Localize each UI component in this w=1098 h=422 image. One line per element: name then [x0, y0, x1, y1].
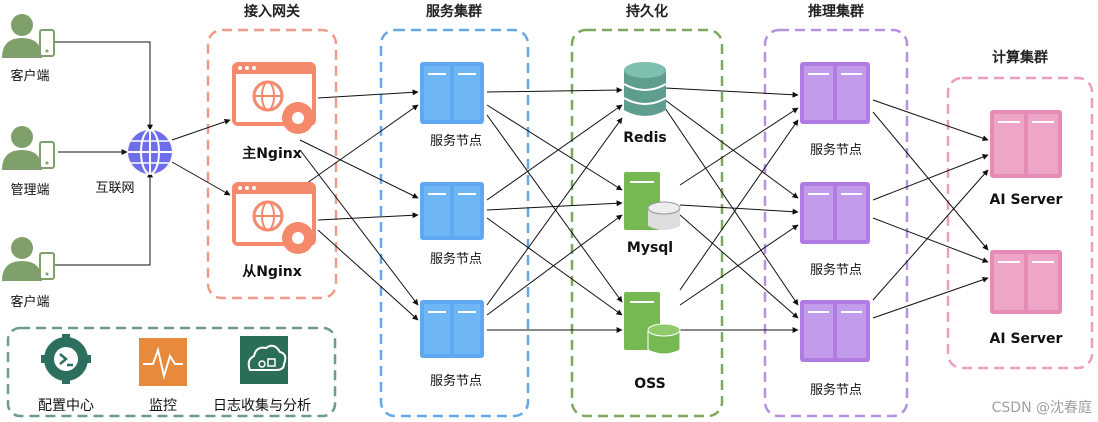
- config-center-gear-icon: [41, 334, 91, 384]
- nginx-secondary-icon: [232, 182, 316, 254]
- service-cluster-title: 服务集群: [426, 3, 482, 20]
- ai-server-1-icon: [990, 110, 1062, 178]
- nginx-secondary-label: 从Nginx: [242, 264, 302, 280]
- client-bottom-label: 客户端: [10, 294, 49, 310]
- inference-node-3-icon: [800, 300, 870, 362]
- persistence-group-border: [570, 28, 724, 418]
- service-node-2-icon: [420, 182, 484, 240]
- compute-cluster-group-border: [946, 76, 1094, 370]
- internet-label: 互联网: [95, 181, 134, 196]
- admin-user-icon: [2, 126, 55, 170]
- nginx-primary-label: 主Nginx: [242, 145, 302, 162]
- service-node-3-icon: [420, 300, 484, 358]
- client-bottom-user-icon: [2, 237, 55, 281]
- service-cluster-group-border: [379, 28, 530, 418]
- client-top-user-icon: [2, 14, 55, 58]
- redis-label: Redis: [623, 130, 666, 146]
- service-node-1-icon: [420, 62, 484, 124]
- monitor-label: 监控: [149, 398, 177, 414]
- redis-database-icon: [623, 62, 667, 116]
- oss-label: OSS: [634, 376, 665, 392]
- inference-cluster-title: 推理集群: [808, 3, 864, 20]
- config-center-label: 配置中心: [38, 398, 94, 414]
- ops-group-border: [6, 326, 337, 418]
- service-node-1-label: 服务节点: [430, 133, 482, 149]
- mysql-database-icon: [624, 172, 681, 230]
- nginx-primary-icon: [232, 62, 316, 134]
- logging-label: 日志收集与分析: [213, 397, 311, 414]
- mysql-label: Mysql: [627, 240, 673, 256]
- ai-server-1-label: AI Server: [990, 192, 1063, 208]
- inference-node-1-label: 服务节点: [810, 142, 862, 158]
- gateway-group-border: [206, 28, 338, 300]
- inference-node-2-icon: [800, 182, 870, 244]
- client-top-label: 客户端: [10, 68, 49, 84]
- logging-cloud-icon: [240, 336, 288, 384]
- gateway-title: 接入网关: [244, 3, 300, 20]
- persistence-title: 持久化: [626, 3, 668, 20]
- ai-server-2-label: AI Server: [990, 331, 1063, 347]
- inference-node-1-icon: [800, 62, 870, 124]
- admin-label: 管理端: [10, 183, 49, 198]
- oss-storage-icon: [624, 292, 681, 355]
- compute-cluster-title: 计算集群: [992, 49, 1048, 66]
- service-node-3-label: 服务节点: [430, 373, 482, 389]
- watermark: CSDN @沈春庭: [992, 399, 1092, 416]
- inference-node-3-label: 服务节点: [810, 382, 862, 398]
- monitor-pulse-icon: [139, 338, 187, 386]
- connections: [50, 41, 989, 333]
- inference-cluster-group-border: [763, 28, 909, 418]
- ai-server-2-icon: [990, 250, 1062, 314]
- inference-node-2-label: 服务节点: [810, 262, 862, 278]
- internet-globe-icon: [128, 129, 172, 175]
- service-node-2-label: 服务节点: [430, 251, 482, 267]
